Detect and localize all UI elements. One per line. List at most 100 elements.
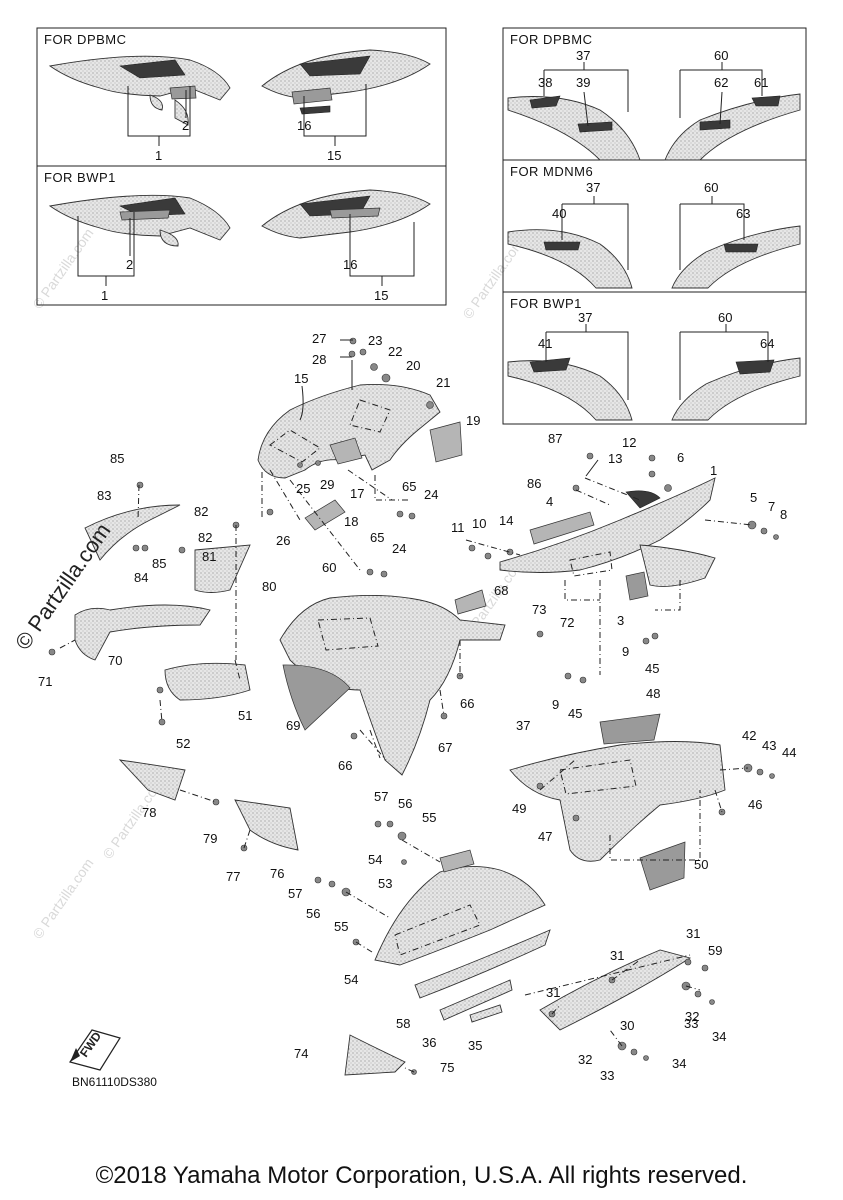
callout: 12 (622, 435, 636, 450)
callout: 11 (451, 520, 465, 535)
callout: 67 (438, 740, 452, 755)
callout: 86 (527, 476, 541, 491)
callout: 2 (182, 118, 189, 133)
callout: 2 (126, 257, 133, 272)
callout: 24 (424, 487, 438, 502)
callout: 38 (538, 75, 552, 90)
callout: 24 (392, 541, 406, 556)
callout: 34 (672, 1056, 686, 1071)
callout: 70 (108, 653, 122, 668)
diagram-code: BN61110DS380 (72, 1075, 157, 1089)
callout: 30 (620, 1018, 634, 1033)
inset-right-frame (502, 27, 807, 425)
inset-title: FOR DPBMC (44, 32, 127, 47)
callout: 57 (288, 886, 302, 901)
callout: 48 (646, 686, 660, 701)
part-83 (84, 504, 181, 561)
callout: 44 (782, 745, 796, 760)
callout: 15 (294, 371, 308, 386)
callout: 45 (645, 661, 659, 676)
side-cowl-inner (639, 544, 716, 587)
callout: 31 (686, 926, 700, 941)
callout: 20 (406, 358, 420, 373)
inset-title: FOR MDNM6 (510, 164, 593, 179)
callout: 22 (388, 344, 402, 359)
callout: 71 (38, 674, 52, 689)
callout: 58 (396, 1016, 410, 1031)
upper-cowl (257, 384, 441, 479)
callout: 87 (548, 431, 562, 446)
callout: 13 (608, 451, 622, 466)
callout: 79 (203, 831, 217, 846)
callout: 54 (368, 852, 382, 867)
callout: 62 (714, 75, 728, 90)
part-17 (329, 437, 363, 465)
callout: 78 (142, 805, 156, 820)
callout: 47 (538, 829, 552, 844)
callout: 41 (538, 336, 552, 351)
part-51 (164, 662, 251, 701)
callout: 32 (578, 1052, 592, 1067)
callout: 37 (586, 180, 600, 195)
callout: 16 (343, 257, 357, 272)
inset-right: FOR DPBMC FOR MDNM6 FOR BWP1 37 38 39 (502, 27, 807, 425)
part-70 (74, 604, 211, 661)
part-36 (439, 979, 513, 1021)
callout: 21 (436, 375, 450, 390)
callout: 65 (370, 530, 384, 545)
callout: 17 (350, 486, 364, 501)
callout: 50 (694, 857, 708, 872)
callout: 29 (320, 477, 334, 492)
callout: 60 (714, 48, 728, 63)
callout: 65 (402, 479, 416, 494)
fwd-arrow-icon: FWD (69, 1029, 121, 1071)
callout: 42 (742, 728, 756, 743)
callout: 9 (552, 697, 559, 712)
callout: 36 (422, 1035, 436, 1050)
callout: 37 (576, 48, 590, 63)
callout: 83 (97, 488, 111, 503)
watermark-faint: © Partzilla.com (29, 855, 96, 941)
callout: 61 (754, 75, 768, 90)
part-53-tab (439, 849, 475, 873)
callout: 16 (297, 118, 311, 133)
callout: 54 (344, 972, 358, 987)
callout: 8 (780, 507, 787, 522)
exploded-view: FWD (38, 331, 796, 1083)
callout: 60 (704, 180, 718, 195)
callout: 52 (176, 736, 190, 751)
callout: 81 (202, 549, 216, 564)
callout: 35 (468, 1038, 482, 1053)
callout: 56 (306, 906, 320, 921)
callout: 85 (110, 451, 124, 466)
callout: 57 (374, 789, 388, 804)
callout: 27 (312, 331, 326, 346)
callout: 15 (374, 288, 388, 303)
callout: 56 (398, 796, 412, 811)
callout: 46 (748, 797, 762, 812)
callout: 34 (712, 1029, 726, 1044)
callout: 6 (677, 450, 684, 465)
part-48 (599, 713, 661, 745)
callout: 82 (198, 530, 212, 545)
callout: 31 (546, 985, 560, 1000)
side-panel-37 (509, 741, 726, 862)
callout: 68 (494, 583, 508, 598)
callout: 82 (194, 504, 208, 519)
callout: 59 (708, 943, 722, 958)
callout: 19 (466, 413, 480, 428)
callout: 43 (762, 738, 776, 753)
inset-title: FOR DPBMC (510, 32, 593, 47)
callout: 23 (368, 333, 382, 348)
callout: 76 (270, 866, 284, 881)
part-78 (118, 759, 186, 801)
callout: 64 (760, 336, 774, 351)
part-30 (539, 949, 692, 1031)
callout: 74 (294, 1046, 308, 1061)
callout: 39 (576, 75, 590, 90)
part-76 (234, 799, 299, 851)
callout: 63 (736, 206, 750, 221)
callout: 4 (546, 494, 553, 509)
part-74 (344, 1034, 406, 1076)
